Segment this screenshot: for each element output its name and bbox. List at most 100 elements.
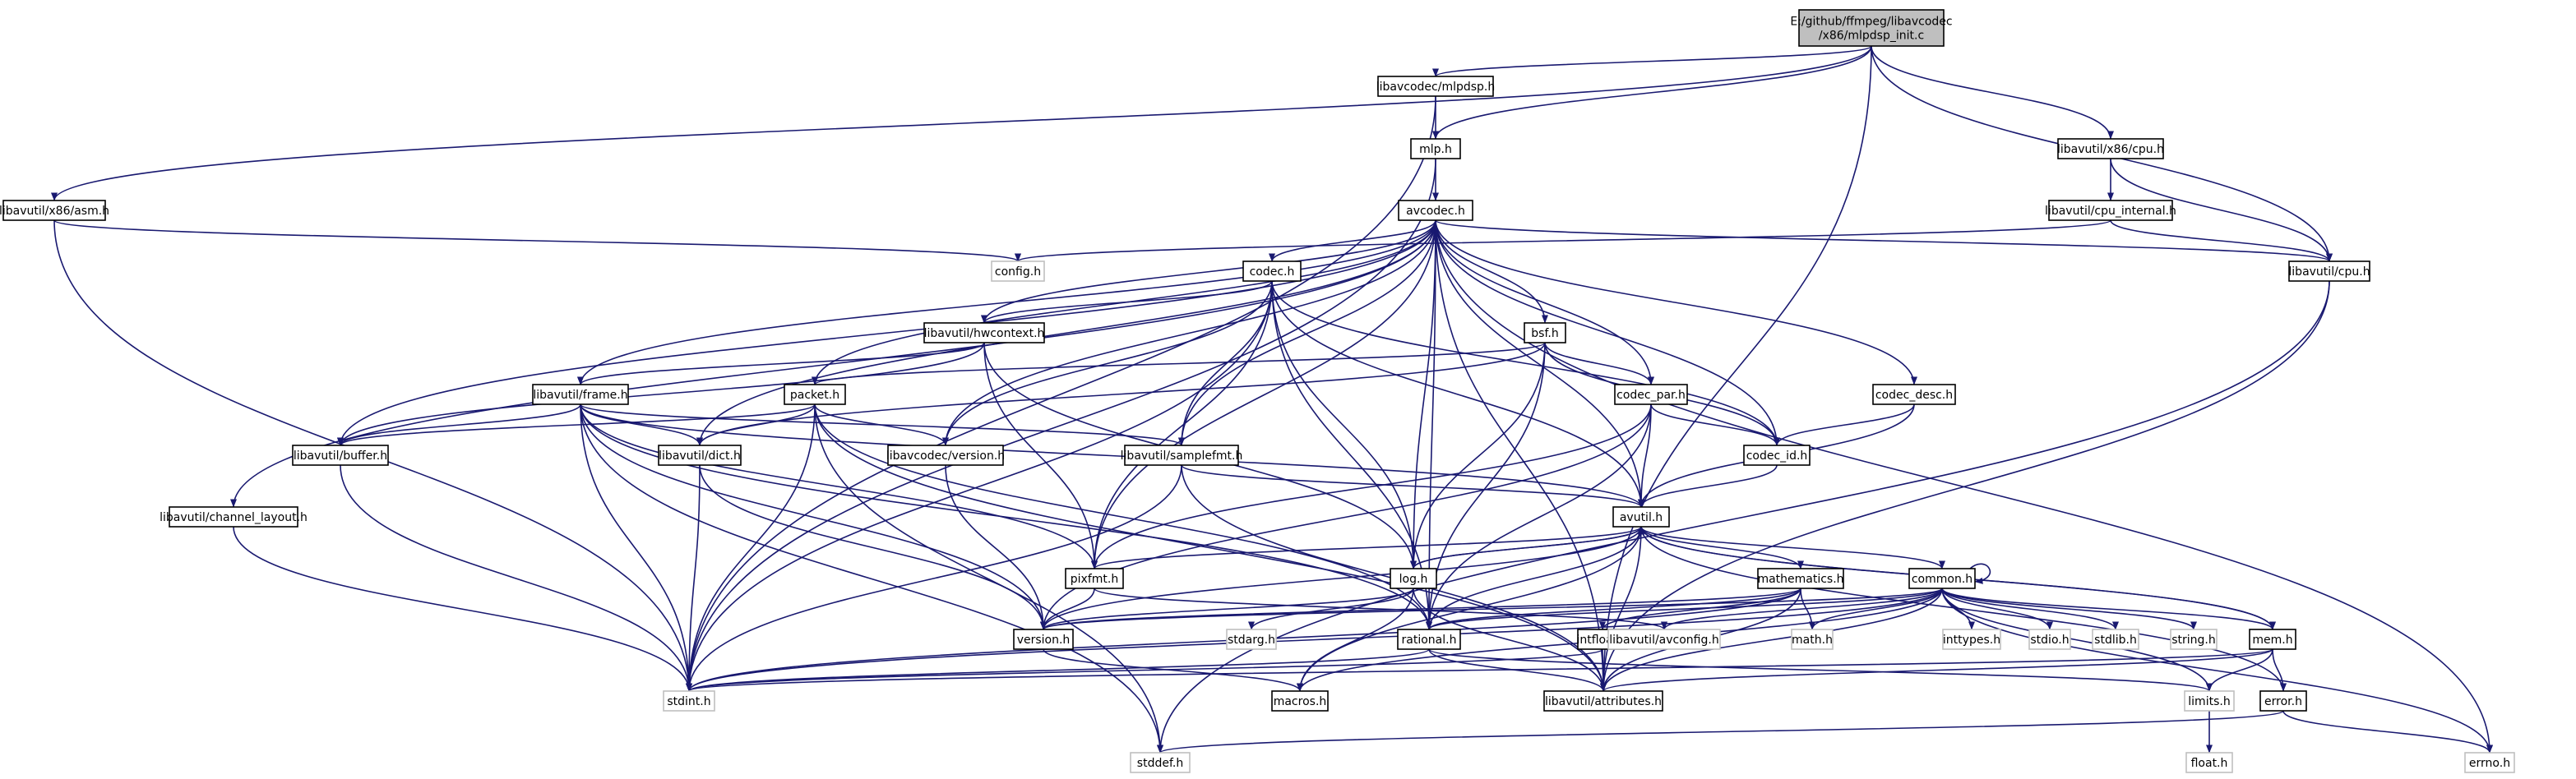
edge-chlayout-to-stdint [233,526,692,692]
node-math[interactable]: math.h [1791,629,1834,650]
node-root[interactable]: E:/github/ffmpeg/libavcodec/x86/mlpdsp_i… [1790,9,1953,47]
edge-frame-to-pixfmt [580,403,1098,569]
node-macros[interactable]: macros.h [1271,690,1329,712]
node-label: macros.h [1274,695,1327,708]
node-stddef[interactable]: stddef.h [1130,752,1191,773]
node-chlayout[interactable]: libavutil/channel_layout.h [160,506,308,528]
node-box [1524,322,1566,343]
node-box [1612,506,1670,528]
edge-samplefmt-to-avutil [1181,464,1644,508]
node-stdarg[interactable]: stdarg.h [1226,629,1277,650]
node-label: libavutil/cpu.h [2288,265,2370,279]
node-packet[interactable]: packet.h [784,384,846,405]
edge-avcodec-to-codecid [1435,219,1780,446]
edge-common-to-version [1040,588,1943,630]
node-label: stdlib.h [2094,634,2137,647]
edge-avcodec-to-pixfmt [1091,219,1436,569]
edge-mathematics-to-version [1040,588,1801,630]
node-float[interactable]: float.h [2185,752,2233,773]
edge-codec-to-codecid [1271,280,1780,446]
edge-avcodec-to-avutil [1435,219,1644,508]
node-rational[interactable]: rational.h [1397,629,1461,650]
node-box [1130,752,1191,773]
edge-asm-to-config [53,219,1021,262]
node-box [2170,629,2218,650]
node-stdint[interactable]: stdint.h [663,690,715,712]
node-box [2185,752,2233,773]
node-asm[interactable]: libavutil/x86/asm.h [0,200,109,221]
edge-avcodec-to-errno [1435,219,2493,754]
node-label: bsf.h [1531,327,1558,340]
edge-packet-to-attributes [814,403,1607,692]
node-config[interactable]: config.h [991,260,1045,282]
node-box [532,384,629,405]
node-box [2,200,106,221]
node-box [1791,629,1834,650]
edge-mem-to-stdint [686,648,2273,692]
node-inttypes[interactable]: inttypes.h [1942,629,2001,650]
node-pixfmt[interactable]: pixfmt.h [1065,568,1124,589]
node-mlpdsp[interactable]: libavcodec/mlpdsp.h [1376,76,1496,97]
node-mem[interactable]: mem.h [2249,629,2296,650]
node-acversion[interactable]: libavcodec/version.h [886,445,1005,466]
node-codecdesc[interactable]: codec_desc.h [1872,384,1956,405]
node-bsf[interactable]: bsf.h [1524,322,1566,343]
node-codecpar[interactable]: codec_par.h [1614,384,1688,405]
node-avutil[interactable]: avutil.h [1612,506,1670,528]
edge-codec-to-rational [1271,280,1432,630]
node-label: libavutil/buffer.h [294,449,387,463]
node-box [1065,568,1124,589]
edge-common-to-string [1941,588,2197,630]
node-box [1377,76,1494,97]
node-label: codec_desc.h [1875,389,1953,402]
edge-avcodec-to-codecdesc [1435,219,1917,385]
edge-codecpar-to-rational [1426,403,1652,630]
node-limits[interactable]: limits.h [2184,690,2235,712]
node-x86cpu[interactable]: libavutil/x86/cpu.h [2057,138,2164,159]
edge-codecid-to-avutil [1638,464,1778,508]
node-buffer[interactable]: libavutil/buffer.h [292,445,389,466]
node-label: E:/github/ffmpeg/libavcodec [1790,16,1952,29]
node-box [1872,384,1956,405]
edge-frame-to-version [580,403,1047,630]
node-label: stdint.h [667,695,710,708]
edge-mlpdsp-to-stdint [686,95,1436,692]
node-dict[interactable]: libavutil/dict.h [658,445,742,466]
node-label: libavutil/avconfig.h [1609,634,1718,647]
node-box [1013,629,1074,650]
node-attributes[interactable]: libavutil/attributes.h [1543,690,1663,712]
node-errno[interactable]: errno.h [2464,752,2515,773]
node-version[interactable]: version.h [1013,629,1074,650]
edge-frame-to-rational [580,403,1432,630]
node-cpuint[interactable]: libavutil/cpu_internal.h [2045,200,2176,221]
node-common[interactable]: common.h [1908,568,1976,589]
edge-cpuint-to-config [1015,219,2111,262]
node-string[interactable]: string.h [2170,629,2218,650]
node-mlp[interactable]: mlp.h [1410,138,1461,159]
node-frame[interactable]: libavutil/frame.h [532,384,629,405]
node-error[interactable]: error.h [2259,690,2307,712]
edge-codec-to-hwcontext [981,280,1273,324]
edge-root-to-attributes [1600,45,1872,692]
node-mathematics[interactable]: mathematics.h [1757,568,1844,589]
node-hwcontext[interactable]: libavutil/hwcontext.h [923,322,1045,343]
node-label: common.h [1912,573,1972,586]
edge-cpuint-to-cpu [2110,219,2333,262]
node-codecid[interactable]: codec_id.h [1743,445,1811,466]
node-stdio[interactable]: stdio.h [2028,629,2071,650]
node-avcodec[interactable]: avcodec.h [1398,200,1473,221]
node-box [2464,752,2515,773]
node-avconfig[interactable]: libavutil/avconfig.h [1607,629,1721,650]
node-samplefmt[interactable]: libavutil/samplefmt.h [1121,445,1243,466]
edge-common-to-rational [1426,588,1943,630]
node-label: libavutil/cpu_internal.h [2045,205,2176,218]
node-cpu[interactable]: libavutil/cpu.h [2288,260,2370,282]
edge-avcodec-to-cpu [1435,219,2333,262]
node-box [1607,629,1721,650]
node-stdlib[interactable]: stdlib.h [2092,629,2139,650]
node-codec[interactable]: codec.h [1242,260,1302,282]
edge-codecpar-to-pixfmt [1091,403,1652,569]
edge-packet-to-stddef [814,403,1163,754]
node-log[interactable]: log.h [1390,568,1437,589]
edge-log-to-version [1040,588,1414,630]
